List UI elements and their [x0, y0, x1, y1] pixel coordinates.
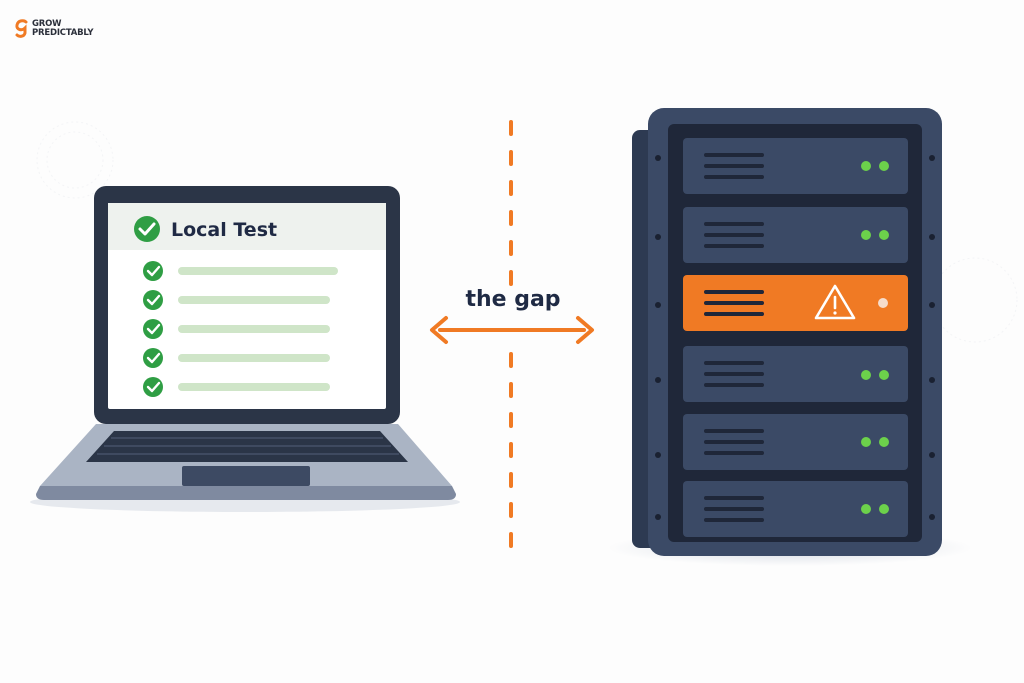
checklist [143, 261, 338, 397]
server-unit [683, 346, 908, 402]
status-led [861, 437, 871, 447]
server-unit [683, 207, 908, 263]
server-unit [683, 481, 908, 537]
checklist-bar [178, 267, 338, 275]
status-led [879, 230, 889, 240]
vent-icon [704, 429, 764, 455]
status-led [861, 161, 871, 171]
server-rack [608, 108, 972, 566]
rack-mount-holes [655, 155, 935, 520]
checklist-item [143, 348, 330, 368]
gap-divider: the gap [430, 120, 594, 558]
brand-wordmark: GROW PREDICTABLY [32, 20, 93, 38]
status-led [861, 370, 871, 380]
vent-icon [704, 496, 764, 522]
laptop-front-edge [36, 486, 456, 500]
checklist-item [143, 290, 330, 310]
check-circle-icon [143, 348, 163, 368]
laptop-title: Local Test [171, 219, 277, 241]
checklist-item [143, 377, 330, 397]
check-circle-icon [143, 261, 163, 281]
status-led-alert [878, 298, 888, 308]
vent-icon [704, 153, 764, 179]
vent-icon [704, 290, 764, 316]
check-circle-icon [143, 377, 163, 397]
vent-icon [704, 361, 764, 387]
laptop: Local Test [30, 186, 460, 512]
vent-icon [704, 222, 764, 248]
header-check-icon [134, 216, 160, 242]
brand-line-1: GROW [32, 19, 62, 29]
server-unit-alert [683, 275, 908, 331]
trackpad [182, 466, 310, 486]
checklist-item [143, 261, 338, 281]
server-unit [683, 138, 908, 194]
checklist-bar [178, 325, 330, 333]
status-led [879, 437, 889, 447]
checklist-bar [178, 296, 330, 304]
status-led [879, 504, 889, 514]
status-led [861, 230, 871, 240]
gap-label: the gap [465, 287, 560, 312]
status-led [879, 161, 889, 171]
brand-line-2: PREDICTABLY [32, 28, 94, 38]
checklist-item [143, 319, 330, 339]
check-circle-icon [143, 319, 163, 339]
checklist-bar [178, 354, 330, 362]
checklist-bar [178, 383, 330, 391]
server-unit [683, 414, 908, 470]
status-led [861, 504, 871, 514]
warning-triangle-icon [814, 284, 856, 320]
brand-logo: GROW PREDICTABLY [14, 18, 93, 40]
keyboard [86, 431, 408, 462]
check-circle-icon [143, 290, 163, 310]
brand-mark-icon [15, 19, 28, 38]
double-arrow-icon [430, 316, 594, 344]
status-led [879, 370, 889, 380]
